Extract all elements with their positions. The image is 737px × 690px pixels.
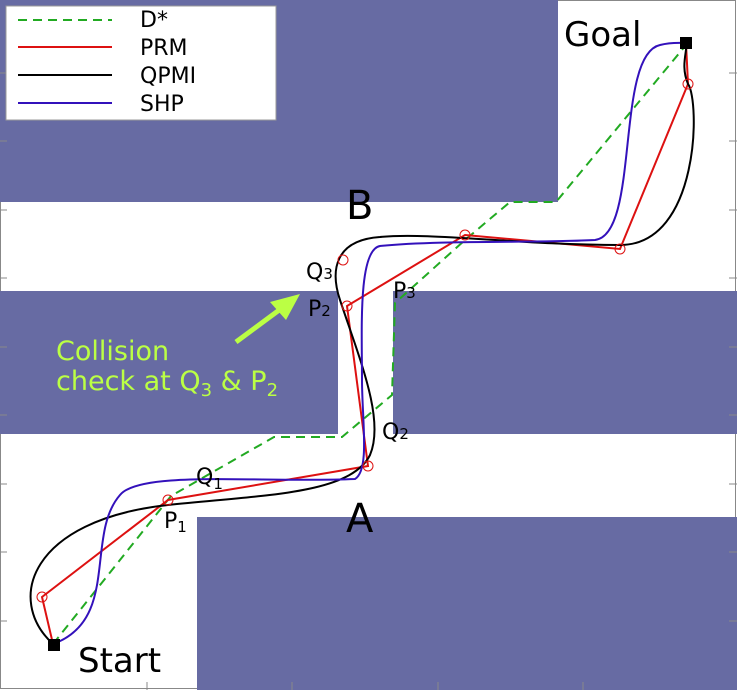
- start-label: Start: [78, 641, 161, 681]
- waypoint-circle: [337, 254, 349, 266]
- goal-label: Goal: [564, 15, 641, 55]
- annotation-line-1: Collision: [56, 336, 169, 367]
- point-label-p1: P1: [164, 509, 187, 536]
- obstacle-bottom-right: [197, 517, 737, 690]
- legend: D* PRM QPMI SHP: [5, 5, 277, 121]
- point-label-q3: Q3: [306, 260, 333, 285]
- path-prm: [40, 42, 690, 645]
- point-label-q2: Q2: [382, 420, 409, 445]
- waypoint-circle: [682, 78, 694, 90]
- waypoints: [36, 78, 694, 603]
- annotation-arrow-shaft: [234, 302, 288, 345]
- waypoint-circle: [459, 229, 471, 241]
- waypoint-circle: [614, 243, 626, 255]
- annotation-line-2: check at Q3 & P2: [56, 366, 278, 401]
- obstacle-middle-right: [393, 291, 737, 434]
- start-marker: [48, 639, 60, 651]
- collision-annotation: Collision check at Q3 & P2: [56, 294, 300, 401]
- path-d-star: [52, 44, 687, 645]
- point-label-q1: Q1: [196, 465, 223, 493]
- region-label-b: B: [346, 183, 373, 229]
- path-shp: [52, 41, 687, 645]
- waypoint-circle: [36, 591, 48, 603]
- legend-label-prm: PRM: [140, 36, 188, 61]
- legend-box: [5, 5, 277, 121]
- waypoint-circle: [162, 494, 174, 506]
- waypoint-circle: [341, 300, 353, 312]
- legend-label-shp: SHP: [140, 92, 184, 117]
- axis-ticks: [0, 72, 737, 690]
- point-label-p2: P2: [308, 297, 331, 322]
- point-label-p3: P3: [393, 279, 416, 304]
- legend-label-d-star: D*: [140, 8, 168, 33]
- waypoint-circle: [362, 460, 374, 472]
- annotation-arrow-head: [270, 294, 300, 320]
- goal-marker: [680, 37, 692, 49]
- region-label-a: A: [346, 496, 374, 542]
- legend-label-qpmi: QPMI: [140, 64, 196, 89]
